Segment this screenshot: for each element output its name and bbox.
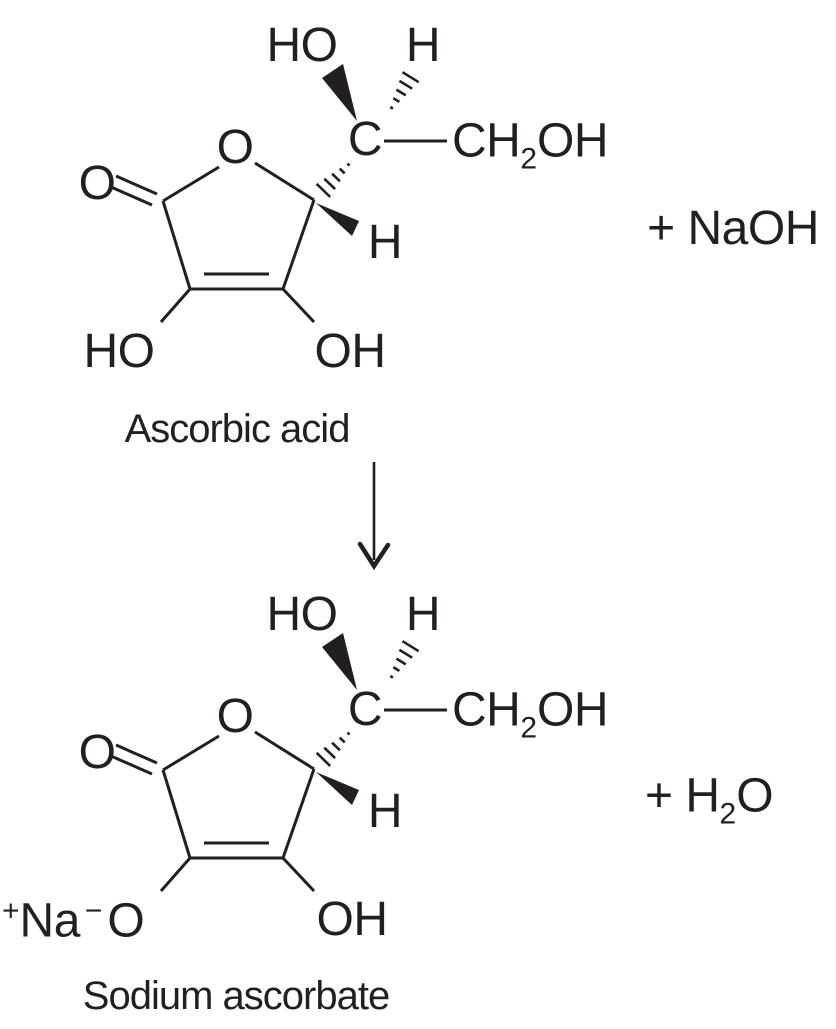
reaction-arrow bbox=[357, 462, 391, 571]
plus-naoh-text: + NaOH bbox=[647, 202, 819, 255]
sodium-ascorbate-caption: Sodium ascorbate bbox=[82, 974, 390, 1018]
alkoxide-oxygen-label: O bbox=[107, 894, 145, 948]
enol-ho-label: HO bbox=[83, 325, 156, 378]
chain-ho-label: HO bbox=[266, 19, 339, 72]
ch2oh-label: CH2OH bbox=[452, 114, 609, 176]
molecule-skeleton bbox=[110, 64, 447, 324]
sodium-plus-charge: + bbox=[2, 894, 20, 928]
ascorbic-acid-caption: Ascorbic acid bbox=[124, 407, 351, 451]
ring-oxygen-label-2: O bbox=[216, 690, 254, 743]
hashed-wedge-chain-h bbox=[389, 71, 420, 110]
plus-h2o-text: + H2O bbox=[645, 769, 774, 831]
sodium-alkoxide-label: +Na−O bbox=[2, 894, 145, 948]
sodium-label: Na bbox=[19, 894, 81, 948]
lactone-ring-bonds bbox=[161, 161, 316, 291]
ch2oh-subscript: 2 bbox=[520, 142, 538, 176]
enediol-substituent-bonds bbox=[159, 287, 316, 324]
ch2oh-subscript-2: 2 bbox=[520, 711, 538, 745]
ring-oxygen-label: O bbox=[216, 121, 254, 174]
ch2oh-label-2: CH2OH bbox=[452, 683, 609, 745]
ch2oh-oh: OH bbox=[537, 114, 609, 168]
chain-carbon-label: C bbox=[347, 113, 383, 166]
carbonyl-double-bond bbox=[110, 174, 158, 207]
chain-carbon-label-2: C bbox=[347, 683, 383, 736]
product-molecule-skeleton bbox=[109, 631, 449, 893]
enol-oh-label-2: OH bbox=[316, 893, 389, 946]
carbonyl-oxygen-label: O bbox=[78, 157, 116, 210]
carbonyl-oxygen-label-2: O bbox=[78, 726, 116, 779]
ring-hydrogen-label-2: H bbox=[367, 785, 403, 838]
h2o-plus-h: + H bbox=[645, 769, 720, 823]
h2o-oxygen: O bbox=[736, 769, 774, 823]
ch2oh-oh-2: OH bbox=[537, 683, 609, 737]
bold-wedge-ring-h bbox=[316, 203, 359, 236]
chain-hydrogen-label: H bbox=[405, 19, 441, 72]
chain-ho-label-2: HO bbox=[266, 588, 339, 641]
bold-wedge-chain-ho bbox=[322, 64, 357, 121]
h2o-subscript: 2 bbox=[719, 797, 737, 831]
chain-hydrogen-label-2: H bbox=[405, 588, 441, 641]
hashed-wedge-chain-to-ring bbox=[315, 162, 351, 198]
ring-hydrogen-label: H bbox=[367, 216, 403, 269]
ch2oh-ch-2: CH bbox=[452, 683, 521, 737]
oxygen-minus-charge: − bbox=[84, 894, 103, 928]
enol-oh-label: OH bbox=[314, 325, 387, 378]
ch2oh-ch: CH bbox=[452, 114, 521, 168]
